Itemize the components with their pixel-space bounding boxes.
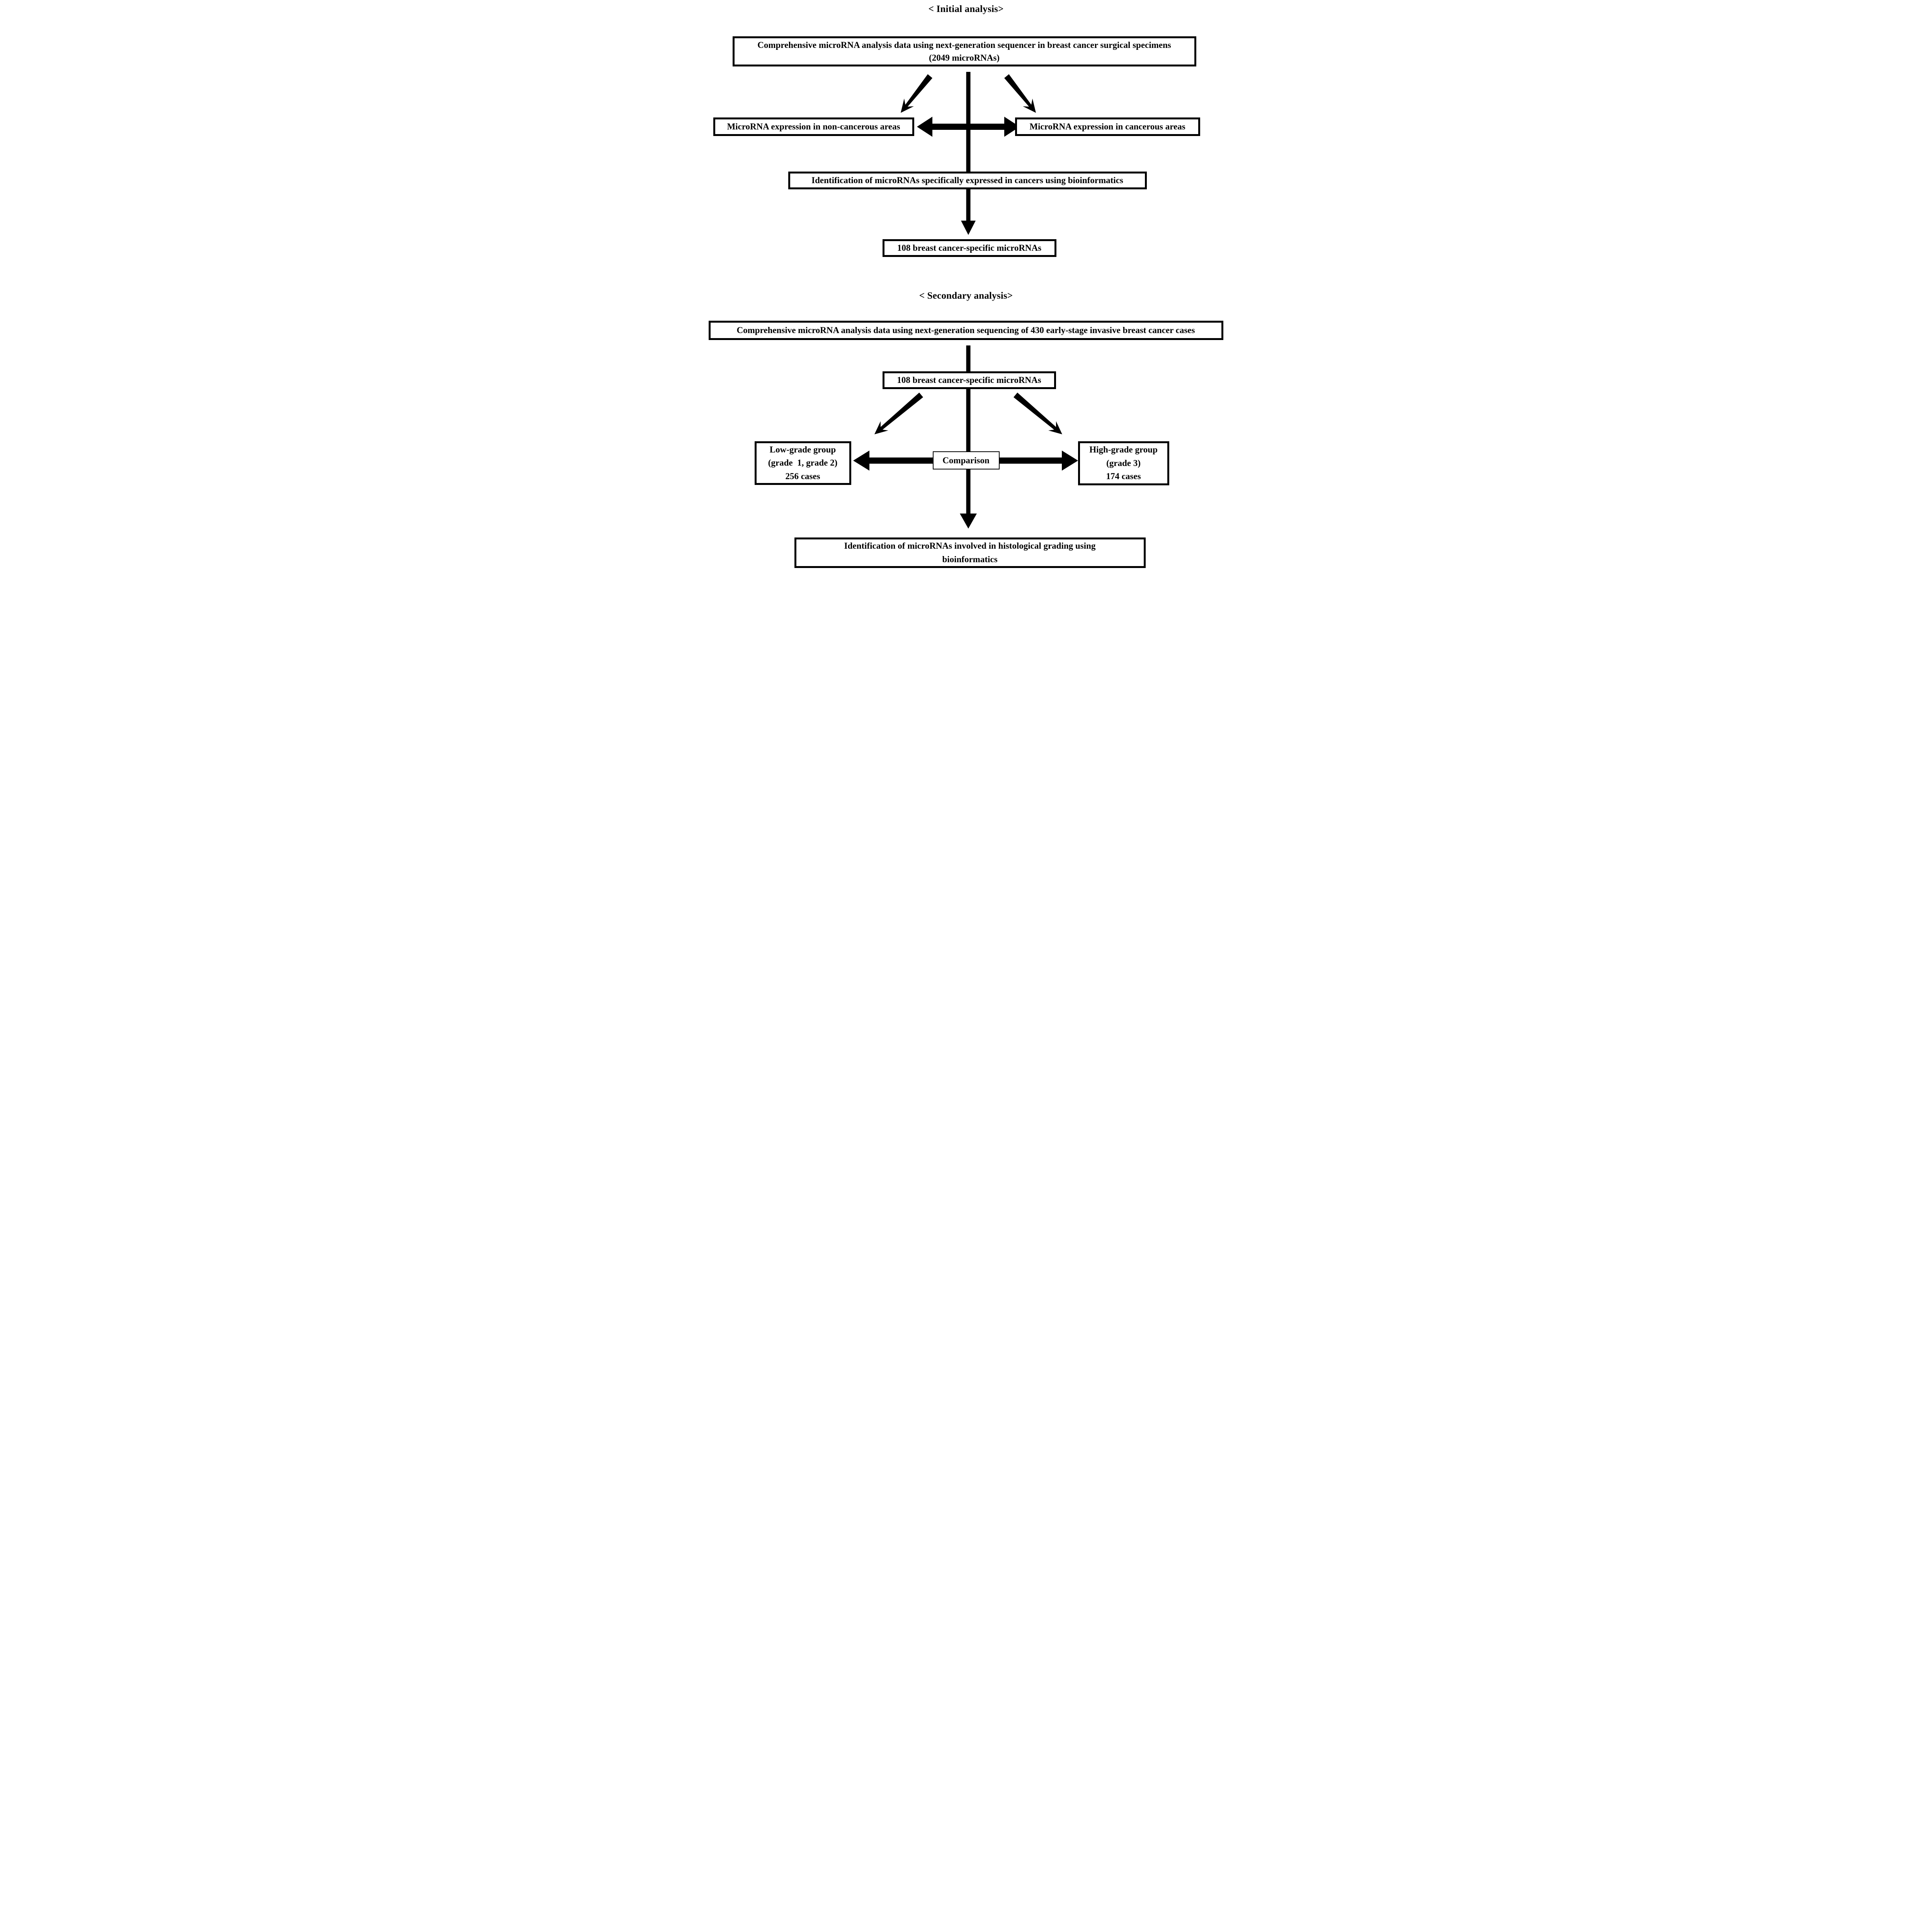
identification-cancers-box: Identification of microRNAs specifically… bbox=[788, 172, 1147, 189]
cancerous-expression-box: MicroRNA expression in cancerous areas bbox=[1015, 117, 1200, 136]
down-arrow-shaft-secondary bbox=[966, 345, 970, 515]
comparison-arrowhead-left bbox=[853, 451, 869, 471]
comparison-box: Comparison bbox=[932, 451, 1000, 469]
secondary-analysis-title: < Secondary analysis> bbox=[919, 291, 1013, 301]
diagonal-arrow-right-initial bbox=[1004, 74, 1036, 113]
low-grade-line3: 256 cases bbox=[785, 471, 820, 481]
double-arrowhead-left bbox=[917, 117, 932, 137]
high-grade-line1: High-grade group bbox=[1089, 445, 1158, 455]
low-grade-group-box: Low-grade group (grade 1, grade 2) 256 c… bbox=[754, 441, 851, 485]
double-arrow-shaft bbox=[930, 124, 1006, 130]
diagonal-arrow-right-secondary bbox=[1013, 393, 1062, 434]
low-grade-line2: (grade 1, grade 2) bbox=[768, 458, 838, 468]
high-grade-group-box: High-grade group (grade 3) 174 cases bbox=[1078, 441, 1169, 485]
down-arrowhead-secondary bbox=[959, 514, 977, 529]
comparison-arrowhead-right bbox=[1061, 451, 1078, 471]
final-identification-line1: Identification of microRNAs involved in … bbox=[844, 541, 1096, 551]
noncancerous-expression-box: MicroRNA expression in non-cancerous are… bbox=[713, 117, 914, 136]
diagonal-arrow-left-initial bbox=[900, 74, 932, 113]
down-arrowhead-initial bbox=[961, 221, 976, 235]
high-grade-line3: 174 cases bbox=[1106, 471, 1141, 481]
secondary-source-label: Comprehensive microRNA analysis data usi… bbox=[736, 325, 1195, 335]
down-arrow-shaft-initial bbox=[966, 72, 970, 222]
diagonal-arrow-left-secondary bbox=[874, 393, 923, 434]
comparison-arrow-right-shaft bbox=[998, 457, 1063, 464]
initial-result-box: 108 breast cancer-specific microRNAs bbox=[882, 239, 1056, 257]
secondary-source-data-box: Comprehensive microRNA analysis data usi… bbox=[708, 321, 1223, 340]
noncancerous-expression-label: MicroRNA expression in non-cancerous are… bbox=[727, 122, 900, 132]
secondary-input-box: 108 breast cancer-specific microRNAs bbox=[882, 371, 1056, 389]
initial-analysis-title: < Initial analysis> bbox=[928, 4, 1004, 14]
initial-source-data-box: Comprehensive microRNA analysis data usi… bbox=[732, 36, 1196, 66]
comparison-arrow-left-shaft bbox=[867, 457, 934, 464]
initial-source-line1: Comprehensive microRNA analysis data usi… bbox=[757, 40, 1171, 50]
final-identification-line2: bioinformatics bbox=[942, 554, 998, 564]
low-grade-line1: Low-grade group bbox=[769, 444, 836, 454]
initial-result-label: 108 breast cancer-specific microRNAs bbox=[897, 243, 1042, 253]
flow-arrows-layer bbox=[853, 72, 1078, 529]
identification-cancers-label: Identification of microRNAs specifically… bbox=[811, 175, 1123, 185]
flowchart-figure: < Initial analysis> Comprehensive microR… bbox=[705, 0, 1227, 572]
cancerous-expression-label: MicroRNA expression in cancerous areas bbox=[1029, 122, 1185, 132]
initial-source-line2: (2049 microRNAs) bbox=[929, 53, 1000, 63]
high-grade-line2: (grade 3) bbox=[1106, 458, 1141, 468]
secondary-input-label: 108 breast cancer-specific microRNAs bbox=[897, 375, 1041, 385]
comparison-label: Comparison bbox=[942, 455, 990, 465]
final-identification-box: Identification of microRNAs involved in … bbox=[794, 537, 1146, 568]
